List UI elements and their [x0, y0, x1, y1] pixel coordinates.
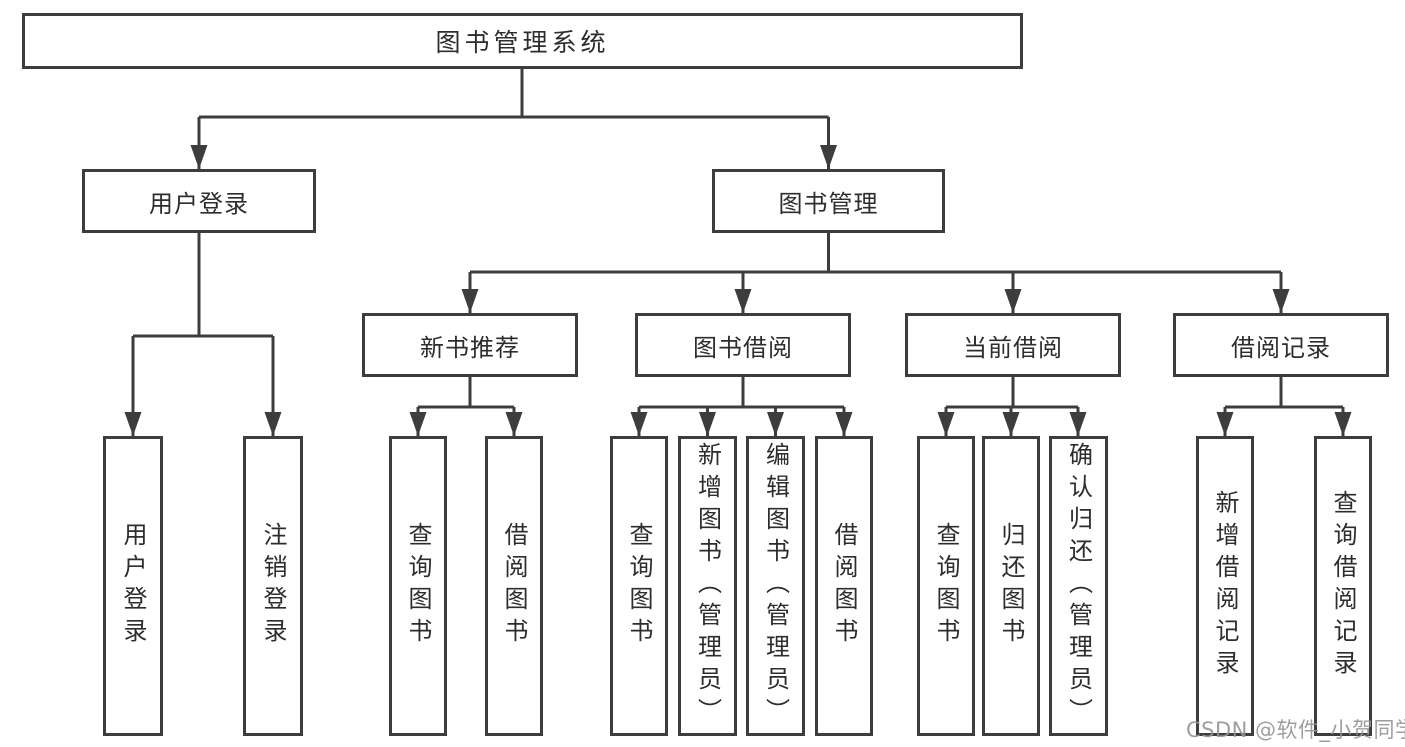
connector-current-borrowing: [937, 377, 1087, 436]
connector-borrow-records: [1216, 377, 1352, 436]
leaf-bb-query-books: 查询图书: [610, 436, 668, 736]
leaf-user-login: 用户登录: [103, 436, 163, 736]
node-borrow-records: 借阅记录: [1173, 313, 1389, 377]
connector-new-book-recommend: [409, 377, 523, 436]
node-new-book-recommend: 新书推荐: [362, 313, 578, 377]
leaf-bb-add-books-admin: 新增图书（管理员）: [678, 436, 737, 736]
connector-book-borrowing: [630, 377, 853, 436]
leaf-cb-confirm-return-admin: 确认归还（管理员）: [1049, 436, 1108, 736]
connector-user-login: [124, 232, 282, 436]
leaf-br-query-record: 查询借阅记录: [1314, 436, 1372, 736]
leaf-bb-borrow-books: 借阅图书: [815, 436, 873, 736]
leaf-bb-edit-books-admin: 编辑图书（管理员）: [746, 436, 805, 736]
leaf-br-add-record: 新增借阅记录: [1196, 436, 1254, 736]
csdn-watermark: CSDN @软件_小贺同学: [1186, 718, 1405, 742]
node-book-borrowing: 图书借阅: [635, 313, 851, 377]
node-user-login: 用户登录: [82, 169, 316, 233]
node-current-borrowing: 当前借阅: [905, 313, 1121, 377]
node-book-management: 图书管理: [712, 169, 945, 233]
leaf-nb-borrow-books: 借阅图书: [485, 436, 543, 736]
connector-root-to-level2: [190, 69, 837, 169]
connector-book-management: [461, 233, 1290, 313]
leaf-logout: 注销登录: [243, 436, 303, 736]
leaf-cb-query-books: 查询图书: [917, 436, 975, 736]
leaf-nb-query-books: 查询图书: [389, 436, 447, 736]
node-library-system: 图书管理系统: [22, 13, 1023, 69]
leaf-cb-return-books: 归还图书: [982, 436, 1040, 736]
